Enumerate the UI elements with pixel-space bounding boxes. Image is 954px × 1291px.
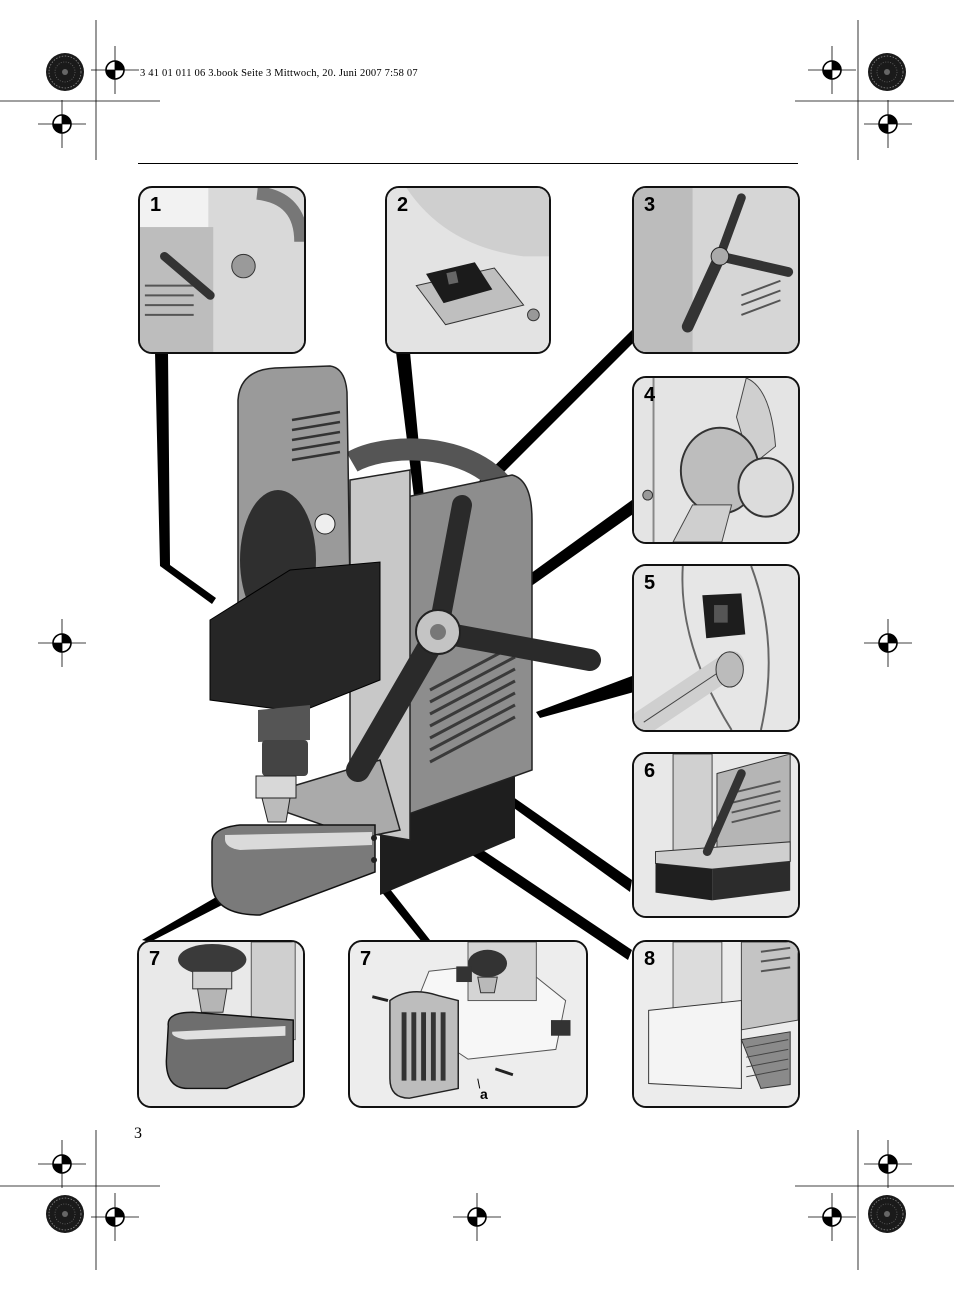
panel-number: 2	[397, 194, 409, 216]
panel-number: 6	[644, 760, 656, 782]
magnet-base-illustration	[634, 754, 798, 916]
header-rule	[138, 163, 798, 164]
figure-panel-1: 1	[138, 186, 306, 354]
figure-panel-7a: 7	[137, 940, 305, 1108]
panel-number: 7	[149, 948, 161, 970]
chip-guard-assembly-illustration	[350, 942, 586, 1106]
panel-number: 8	[644, 948, 656, 970]
crop-marks	[0, 20, 954, 1270]
book-info-header: 3 41 01 011 06 3.book Seite 3 Mittwoch, …	[140, 68, 418, 79]
figure-panel-8: 8	[632, 940, 800, 1108]
figure-panel-3: 3	[632, 186, 800, 354]
panel-number: 7	[360, 948, 372, 970]
figure-panel-6: 6	[632, 752, 800, 918]
figure-panel-5: 5	[632, 564, 800, 732]
figure-panel-2: 2	[385, 186, 551, 354]
magnet-base-underside-illustration	[634, 942, 798, 1106]
color-wheel-mark-icon	[45, 52, 907, 1234]
crank-handles-illustration	[634, 188, 798, 352]
clamp-lever-illustration	[140, 188, 304, 352]
power-switch-illustration	[387, 188, 549, 352]
figure-panel-7b: 7 a	[348, 940, 588, 1108]
figure-panel-4: 4	[632, 376, 800, 544]
chip-guard-mounted-illustration	[139, 942, 303, 1106]
registration-mark-icon	[37, 45, 913, 1242]
panel-number: 1	[150, 194, 162, 216]
panel-number: 3	[644, 194, 656, 216]
panel-number: 4	[644, 384, 656, 406]
page-number: 3	[134, 1125, 142, 1142]
hub-illustration	[634, 378, 798, 542]
callout-a-label: a	[480, 1086, 488, 1102]
panel-number: 5	[644, 572, 656, 594]
magnet-switch-illustration	[634, 566, 798, 730]
